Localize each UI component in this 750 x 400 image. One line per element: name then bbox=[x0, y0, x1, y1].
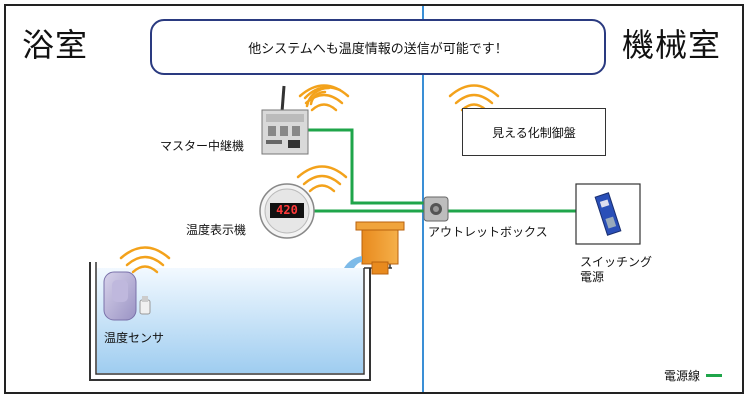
temp-display-device bbox=[259, 183, 315, 239]
master-relay-device bbox=[261, 85, 309, 155]
label-switching-power-line1: スイッチング bbox=[580, 255, 653, 269]
room-name-bathroom: 浴室 bbox=[22, 26, 89, 64]
visualization-control-panel: 見える化制御盤 bbox=[462, 108, 606, 156]
power-lines bbox=[307, 128, 600, 213]
room-name-machine-room: 機械室 bbox=[622, 26, 722, 64]
temp-sensor-device bbox=[103, 271, 151, 321]
panel-label: 見える化制御盤 bbox=[492, 125, 576, 140]
label-master-relay: マスター中継機 bbox=[160, 139, 245, 153]
wifi-icon-sensor bbox=[119, 246, 171, 274]
switching-power-device bbox=[575, 183, 641, 245]
outlet-box bbox=[423, 196, 449, 222]
info-banner-text: 他システムへも温度情報の送信が可能です！ bbox=[248, 41, 508, 57]
bathtub bbox=[89, 262, 392, 381]
label-switching-power-line2: 電源 bbox=[580, 270, 605, 284]
wifi-icon-display bbox=[296, 165, 348, 193]
legend-swatch-power-line bbox=[706, 374, 723, 377]
label-temp-display: 温度表示機 bbox=[186, 223, 247, 237]
label-temp-sensor: 温度センサ bbox=[104, 331, 165, 345]
legend: 電源線 bbox=[664, 367, 723, 384]
wifi-icon-panel bbox=[448, 84, 500, 112]
display-reading: 420 bbox=[276, 203, 298, 217]
room-divider bbox=[422, 6, 424, 392]
legend-label-power-line: 電源線 bbox=[664, 369, 701, 383]
wifi-icon-relay-arcs bbox=[298, 84, 350, 112]
label-outlet-box: アウトレットボックス bbox=[428, 225, 548, 239]
water-inlet bbox=[344, 221, 405, 275]
info-banner: 他システムへも温度情報の送信が可能です！ bbox=[150, 19, 606, 75]
diagram-frame bbox=[4, 4, 744, 394]
